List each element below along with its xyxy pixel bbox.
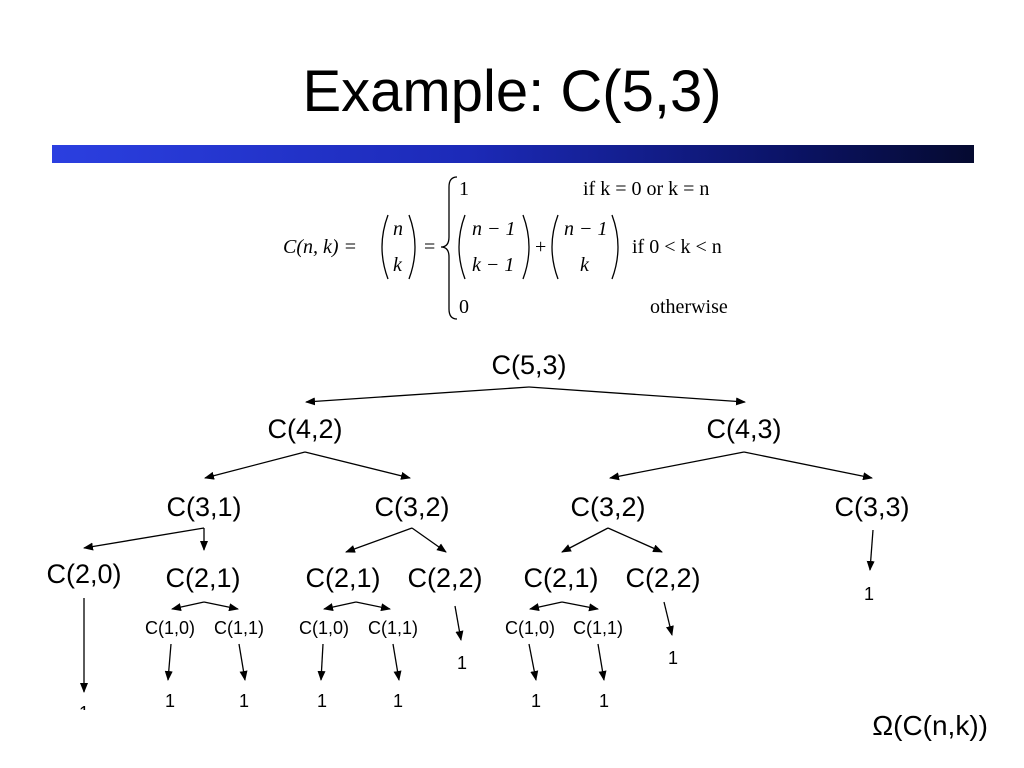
- leaf-c20: 1: [79, 703, 89, 710]
- case2-plus: +: [535, 236, 546, 258]
- edges-root: [305, 386, 746, 406]
- leaf-c22-a: 1: [457, 653, 467, 673]
- edges-level1: [204, 451, 873, 481]
- node-c10-c: C(1,0): [505, 618, 555, 638]
- node-c43: C(4,3): [706, 414, 781, 444]
- case2-binom2-left-paren: [551, 214, 559, 280]
- case2-binom1-bottom: k − 1: [472, 254, 514, 276]
- recursion-tree: C(5,3) C(4,2) C(4,3) C(3,1) C(3,2) C(3,2…: [46, 350, 909, 710]
- node-c21-c: C(2,1): [523, 563, 598, 593]
- node-c22-b: C(2,2): [625, 563, 700, 593]
- binom-top: n: [393, 218, 403, 240]
- leaf-c10-a: 1: [165, 691, 175, 710]
- leaf-c11-b: 1: [393, 691, 403, 710]
- case2-binom2-bottom: k: [580, 254, 590, 276]
- slide-title: Example: C(5,3): [302, 59, 722, 124]
- leaf-c11-a: 1: [239, 691, 249, 710]
- binom-right-paren: [408, 214, 416, 280]
- complexity-label: Ω(C(n,k)): [872, 710, 988, 741]
- node-c21-b: C(2,1): [305, 563, 380, 593]
- case1-condition: if k = 0 or k = n: [583, 178, 709, 200]
- leaf-c11-c: 1: [599, 691, 609, 710]
- case2-binom1-top: n − 1: [472, 218, 516, 240]
- node-c11-c: C(1,1): [573, 618, 623, 638]
- recurrence-formula: C(n, k) = n k = 1 if k = 0 or k = n n − …: [283, 176, 728, 320]
- edges-level3: [80, 598, 674, 693]
- leaf-c10-b: 1: [317, 691, 327, 710]
- title-underline-bar: [52, 145, 974, 163]
- node-c10-a: C(1,0): [145, 618, 195, 638]
- leaf-c22-b: 1: [668, 648, 678, 668]
- case3-condition: otherwise: [650, 296, 728, 318]
- edges-level4: [164, 643, 607, 681]
- node-c11-b: C(1,1): [368, 618, 418, 638]
- node-c11-a: C(1,1): [214, 618, 264, 638]
- binom-bottom: k: [393, 254, 403, 276]
- node-c10-b: C(1,0): [299, 618, 349, 638]
- case2-binom1-left-paren: [458, 214, 466, 280]
- binom-left-paren: [381, 214, 389, 280]
- case2-binom2-right-paren: [611, 214, 619, 280]
- node-c33: C(3,3): [834, 492, 909, 522]
- case2-binom1-right-paren: [522, 214, 530, 280]
- case3-value: 0: [459, 296, 469, 318]
- case1-value: 1: [459, 178, 469, 200]
- node-c31: C(3,1): [166, 492, 241, 522]
- node-c22-a: C(2,2): [407, 563, 482, 593]
- node-c32-left: C(3,2): [374, 492, 449, 522]
- node-c53: C(5,3): [491, 350, 566, 380]
- case2-binom2-top: n − 1: [564, 218, 608, 240]
- formula-lhs: C(n, k) =: [283, 236, 357, 258]
- node-c32-right: C(3,2): [570, 492, 645, 522]
- edges-level2: [83, 527, 875, 571]
- cases-brace: [440, 176, 458, 320]
- formula-eq: =: [424, 236, 435, 258]
- leaf-c33: 1: [864, 584, 874, 604]
- node-c42: C(4,2): [267, 414, 342, 444]
- node-c20: C(2,0): [46, 559, 121, 589]
- leaf-c10-c: 1: [531, 691, 541, 710]
- node-c21-a: C(2,1): [165, 563, 240, 593]
- case2-condition: if 0 < k < n: [632, 236, 722, 258]
